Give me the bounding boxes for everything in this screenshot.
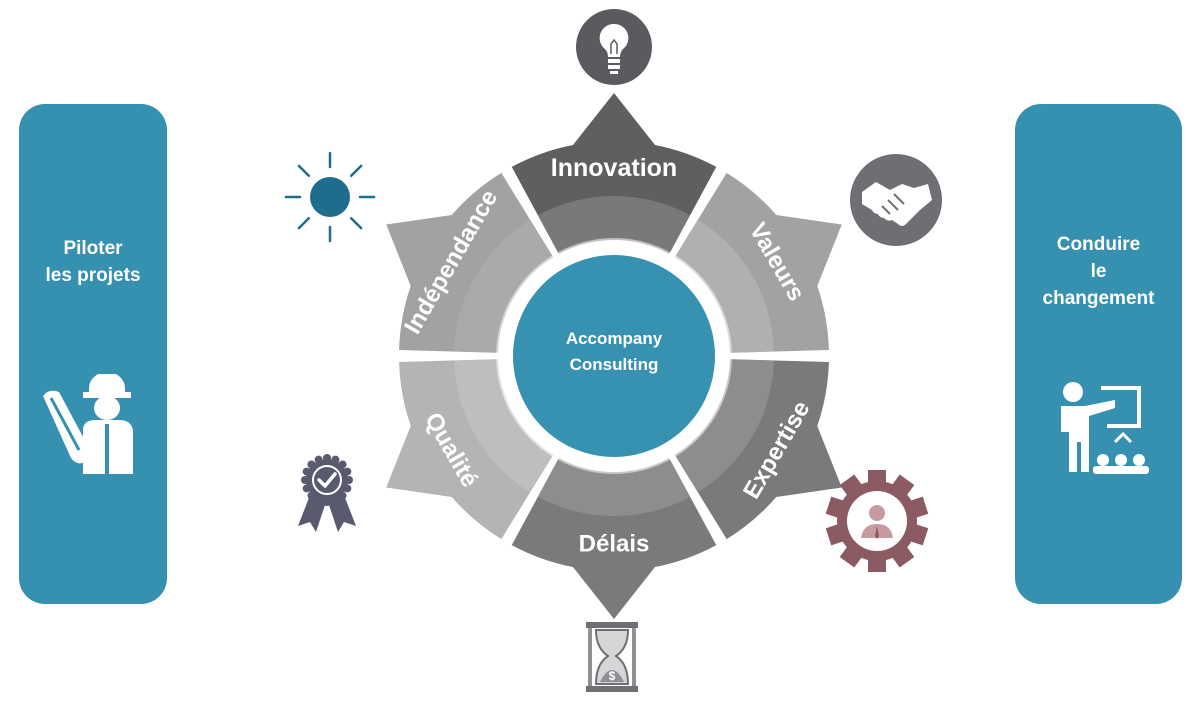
segment-independance [386, 172, 553, 353]
right-panel-text: Conduire le changement [1015, 231, 1182, 312]
left-panel: Piloter les projets [19, 104, 167, 604]
segment-valeurs [675, 172, 842, 353]
segment-label-delais: Délais [579, 531, 650, 558]
center-line-2: Consulting [570, 355, 659, 374]
segment-qualite [386, 359, 553, 540]
inner-ring-qualite [454, 359, 554, 493]
inner-ring-innovation [537, 196, 691, 254]
inner-ring-independance [454, 219, 554, 353]
segment-expertise [675, 359, 842, 540]
engineer-icon [43, 374, 133, 474]
inner-ring [454, 196, 774, 516]
right-panel-line-1: Conduire [1056, 234, 1141, 255]
right-panel-line-2: le [1090, 261, 1107, 282]
inner-ring-valeurs [674, 219, 774, 353]
right-panel-line-3: changement [1042, 288, 1155, 309]
left-panel-line-2: les projets [45, 265, 141, 286]
center-circle [513, 255, 715, 457]
segment-label-innovation: Innovation [551, 154, 677, 182]
award-ribbon-icon [298, 454, 356, 532]
handshake-icon [850, 154, 942, 246]
hourglass-icon: $ [586, 622, 638, 692]
sun-icon [284, 151, 376, 243]
inner-ring-expertise [674, 359, 774, 493]
svg-text:$: $ [609, 669, 616, 683]
lightbulb-icon [576, 9, 652, 85]
presenter-icon [1061, 382, 1149, 474]
center-line-1: Accompany [566, 329, 663, 348]
left-panel-line-1: Piloter [63, 238, 123, 259]
left-panel-text: Piloter les projets [19, 235, 167, 289]
inner-ring-delais [537, 458, 691, 516]
right-panel: Conduire le changement [1015, 104, 1182, 604]
gear-person-icon [825, 470, 929, 572]
